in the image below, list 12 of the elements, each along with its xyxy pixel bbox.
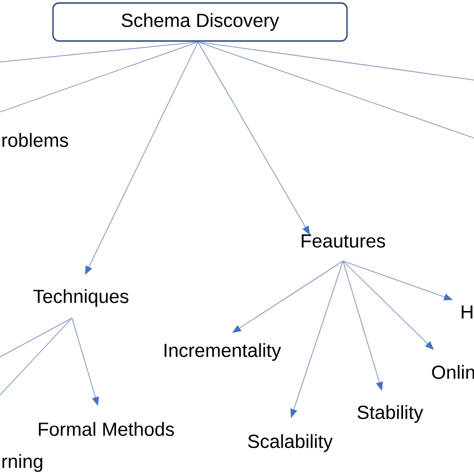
title-box: Schema Discovery	[52, 2, 348, 42]
node-label: Techniques	[33, 289, 128, 307]
node-label: rning	[2, 454, 42, 472]
node-label: roblems	[2, 133, 68, 147]
node-label: Formal Methods	[38, 422, 174, 436]
node-label: H	[462, 305, 472, 319]
node-label: Feautures	[302, 234, 386, 248]
node-label: Stability	[358, 405, 424, 423]
node-label: Scalability	[248, 434, 333, 452]
node-label: Onlin	[432, 365, 474, 379]
node-label: Incrementality	[164, 343, 282, 361]
arrow	[342, 260, 434, 350]
